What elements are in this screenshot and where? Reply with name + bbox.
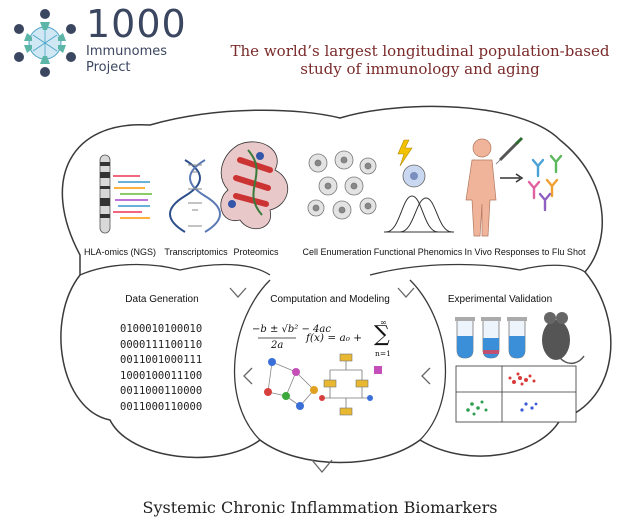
middle-lobe-right <box>409 279 447 441</box>
panel-label-hla-omics: HLA-omics (NGS) <box>83 247 157 257</box>
mouse-icon <box>542 312 585 365</box>
section-title-data-generation: Data Generation <box>125 294 199 305</box>
logo-mark-icon <box>14 9 76 77</box>
chromosome-icon <box>99 154 152 234</box>
panel-label-functional-phenomics: Functional Phenomics <box>373 247 463 257</box>
formula-quadratic-denominator: 2a <box>271 340 284 351</box>
cell-stimulation-icon <box>402 164 426 188</box>
formula-quadratic-numerator: −b ± √b² − 4ac <box>252 324 331 335</box>
cells-icon <box>307 150 377 220</box>
binary-row: 0011000110000 <box>120 385 203 398</box>
antibodies-icon <box>527 154 563 212</box>
test-tubes-icon <box>455 317 527 359</box>
logo-line-immunomes: Immunomes <box>86 44 168 59</box>
lightning-icon <box>397 139 413 167</box>
syringe-icon <box>495 136 524 165</box>
binary-row: 0011000110000 <box>120 400 203 413</box>
arrow-right-icon <box>500 173 524 183</box>
chevron-down-icon <box>229 287 247 298</box>
formula-sum-bottom: n=1 <box>375 349 391 358</box>
section-title-computation: Computation and Modeling <box>270 294 390 305</box>
middle-lobe-left <box>233 279 271 441</box>
inner-arc-left <box>79 263 271 276</box>
chevron-down-icon <box>311 459 333 474</box>
human-figure-icon <box>465 138 497 237</box>
panel-label-transcriptomics: Transcriptomics <box>164 247 228 257</box>
dna-helix-icon <box>169 159 221 233</box>
chevron-left-icon <box>421 367 431 385</box>
network-graph-icon <box>264 358 318 410</box>
flowchart-icon <box>319 353 382 416</box>
binary-data-block: 0100010100010 0000111100110 001100100011… <box>120 322 202 416</box>
panel-label-cell-enumeration: Cell Enumeration <box>302 247 372 257</box>
binary-row: 1000100011100 <box>120 369 203 382</box>
protein-structure-icon <box>220 141 289 229</box>
section-title-validation: Experimental Validation <box>447 294 553 305</box>
formula-fourier: f(x) = a₀ + <box>306 332 363 344</box>
outer-cloud-outline <box>60 105 612 464</box>
footer-title: Systemic Chronic Inflammation Biomarkers <box>142 498 498 517</box>
distribution-curves-icon <box>384 195 454 233</box>
formula-sum-top: ∞ <box>380 318 387 327</box>
inner-arc-right <box>369 263 586 276</box>
formula-sum-sign: ∑ <box>374 322 390 347</box>
panel-label-proteomics: Proteomics <box>233 247 279 257</box>
chevron-down-icon <box>397 287 415 298</box>
logo-line-project: Project <box>86 60 131 75</box>
chevron-left-icon <box>243 367 253 385</box>
logo-number: 1000 <box>86 2 187 46</box>
binary-row: 0100010100010 <box>120 323 203 335</box>
binary-row: 0000111100110 <box>120 338 203 351</box>
binary-row: 0011001000111 <box>120 354 203 367</box>
flow-cytometry-plot-icon <box>455 365 577 423</box>
panel-label-flu-shot: In Vivo Responses to Flu Shot <box>464 247 586 257</box>
tagline-line-1: The world’s largest longitudinal populat… <box>230 42 610 60</box>
tagline-line-2: study of immunology and aging <box>300 60 540 78</box>
